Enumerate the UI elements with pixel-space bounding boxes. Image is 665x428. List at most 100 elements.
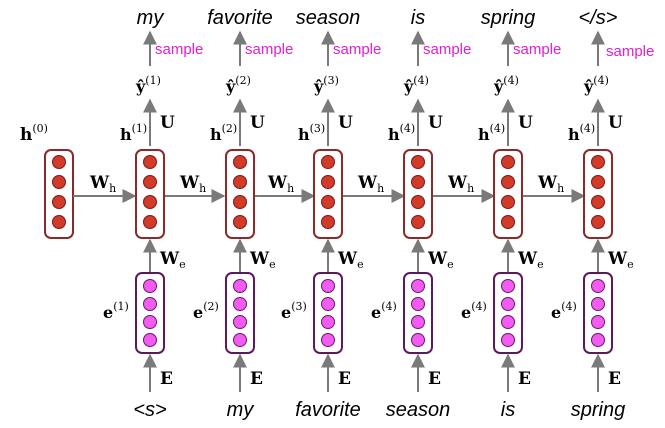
timestep-column: favorite sample ŷ(2) U h(2) We e(2) E my (193, 7, 293, 421)
hidden-neuron (591, 215, 605, 229)
embedding-neuron (321, 279, 335, 293)
we-label: We (159, 249, 186, 271)
output-word: </s> (579, 7, 618, 29)
hidden-neuron (411, 175, 425, 189)
timestep-column: is sample ŷ(4) U h(4) We e(4) E season (371, 7, 471, 421)
embedding-neuron (411, 297, 425, 311)
hidden-neuron (321, 175, 335, 189)
timestep-column: </s> sample ŷ(4) U h(4) We e(4) E spring (551, 7, 654, 421)
embedding-neuron (501, 315, 515, 329)
embedding-neuron (233, 297, 247, 311)
wh-label: Wh (179, 173, 206, 195)
embedding-neuron (591, 297, 605, 311)
hidden-neuron (233, 215, 247, 229)
embedding-box (493, 272, 523, 354)
h0-neuron (52, 215, 66, 229)
u-label: U (160, 113, 175, 133)
embedding-neuron (321, 333, 335, 347)
hidden-label: h(4) (478, 122, 505, 144)
u-label: U (338, 113, 353, 133)
sample-label: sample (513, 41, 561, 58)
embedding-box (313, 272, 343, 354)
hidden-neuron (233, 195, 247, 209)
u-label: U (608, 113, 623, 133)
recurrent-edge: Wh (163, 173, 226, 203)
yhat-label: ŷ(4) (493, 74, 519, 96)
hidden-neuron (233, 175, 247, 189)
hidden-state-box (135, 149, 165, 239)
wh-label: Wh (447, 173, 474, 195)
sample-label: sample (606, 43, 654, 60)
we-label: We (249, 249, 276, 271)
hidden-neuron (591, 195, 605, 209)
e-matrix-label: E (160, 369, 173, 389)
embedding-box (225, 272, 255, 354)
embedding-neuron (501, 297, 515, 311)
hidden-neuron (143, 175, 157, 189)
recurrent-edge: Wh (432, 173, 496, 203)
input-word: is (501, 399, 515, 421)
embedding-neuron (501, 279, 515, 293)
hidden-neuron (591, 175, 605, 189)
wh-label: Wh (89, 173, 116, 195)
timestep-column: season sample ŷ(3) U h(3) We e(3) E favo… (281, 7, 381, 421)
u-label: U (250, 113, 265, 133)
embedding-label: e(3) (281, 300, 307, 322)
we-label: We (517, 249, 544, 271)
initial-hidden-state: h(0) (20, 122, 74, 239)
sample-label: sample (423, 41, 471, 58)
hidden-label: h(4) (388, 122, 415, 144)
embedding-box (403, 272, 433, 354)
we-label: We (337, 249, 364, 271)
embedding-neuron (143, 315, 157, 329)
yhat-label: ŷ(4) (403, 74, 429, 96)
wh-label: Wh (267, 173, 294, 195)
sample-label: sample (155, 41, 203, 58)
output-word: my (137, 7, 165, 29)
hidden-neuron (143, 195, 157, 209)
input-word: spring (571, 399, 625, 421)
yhat-label: ŷ(1) (135, 74, 161, 96)
hidden-state-box (493, 149, 523, 239)
hidden-neuron (143, 155, 157, 169)
embedding-neuron (143, 297, 157, 311)
wh-label: Wh (537, 173, 564, 195)
hidden-label: h(4) (568, 122, 595, 144)
embedding-label: e(4) (371, 300, 397, 322)
input-word: my (227, 399, 255, 421)
embedding-neuron (411, 279, 425, 293)
hidden-neuron (411, 155, 425, 169)
embedding-box (583, 272, 613, 354)
h0-neuron (52, 175, 66, 189)
embedding-neuron (591, 315, 605, 329)
e-matrix-label: E (608, 369, 621, 389)
embedding-neuron (591, 333, 605, 347)
h0-box (44, 149, 74, 239)
output-word: is (411, 7, 425, 29)
recurrent-edge: Wh (522, 173, 586, 203)
h0-label: h(0) (20, 122, 48, 145)
e-matrix-label: E (338, 369, 351, 389)
embedding-label: e(4) (551, 300, 577, 322)
input-word: <s> (133, 399, 166, 421)
hidden-neuron (591, 155, 605, 169)
recurrent-edge: Wh (73, 173, 137, 203)
embedding-box (135, 272, 165, 354)
hidden-state-box (313, 149, 343, 239)
h0-neuron (52, 155, 66, 169)
hidden-neuron (321, 215, 335, 229)
we-label: We (427, 249, 454, 271)
embedding-neuron (321, 297, 335, 311)
input-word: season (386, 399, 451, 421)
e-matrix-label: E (518, 369, 531, 389)
embedding-neuron (233, 333, 247, 347)
embedding-label: e(1) (103, 300, 129, 322)
hidden-neuron (411, 195, 425, 209)
hidden-neuron (411, 215, 425, 229)
recurrent-edge: Wh (342, 173, 406, 203)
yhat-label: ŷ(3) (313, 74, 339, 96)
hidden-neuron (143, 215, 157, 229)
hidden-neuron (501, 215, 515, 229)
sample-label: sample (245, 41, 293, 58)
h0-neuron (52, 195, 66, 209)
